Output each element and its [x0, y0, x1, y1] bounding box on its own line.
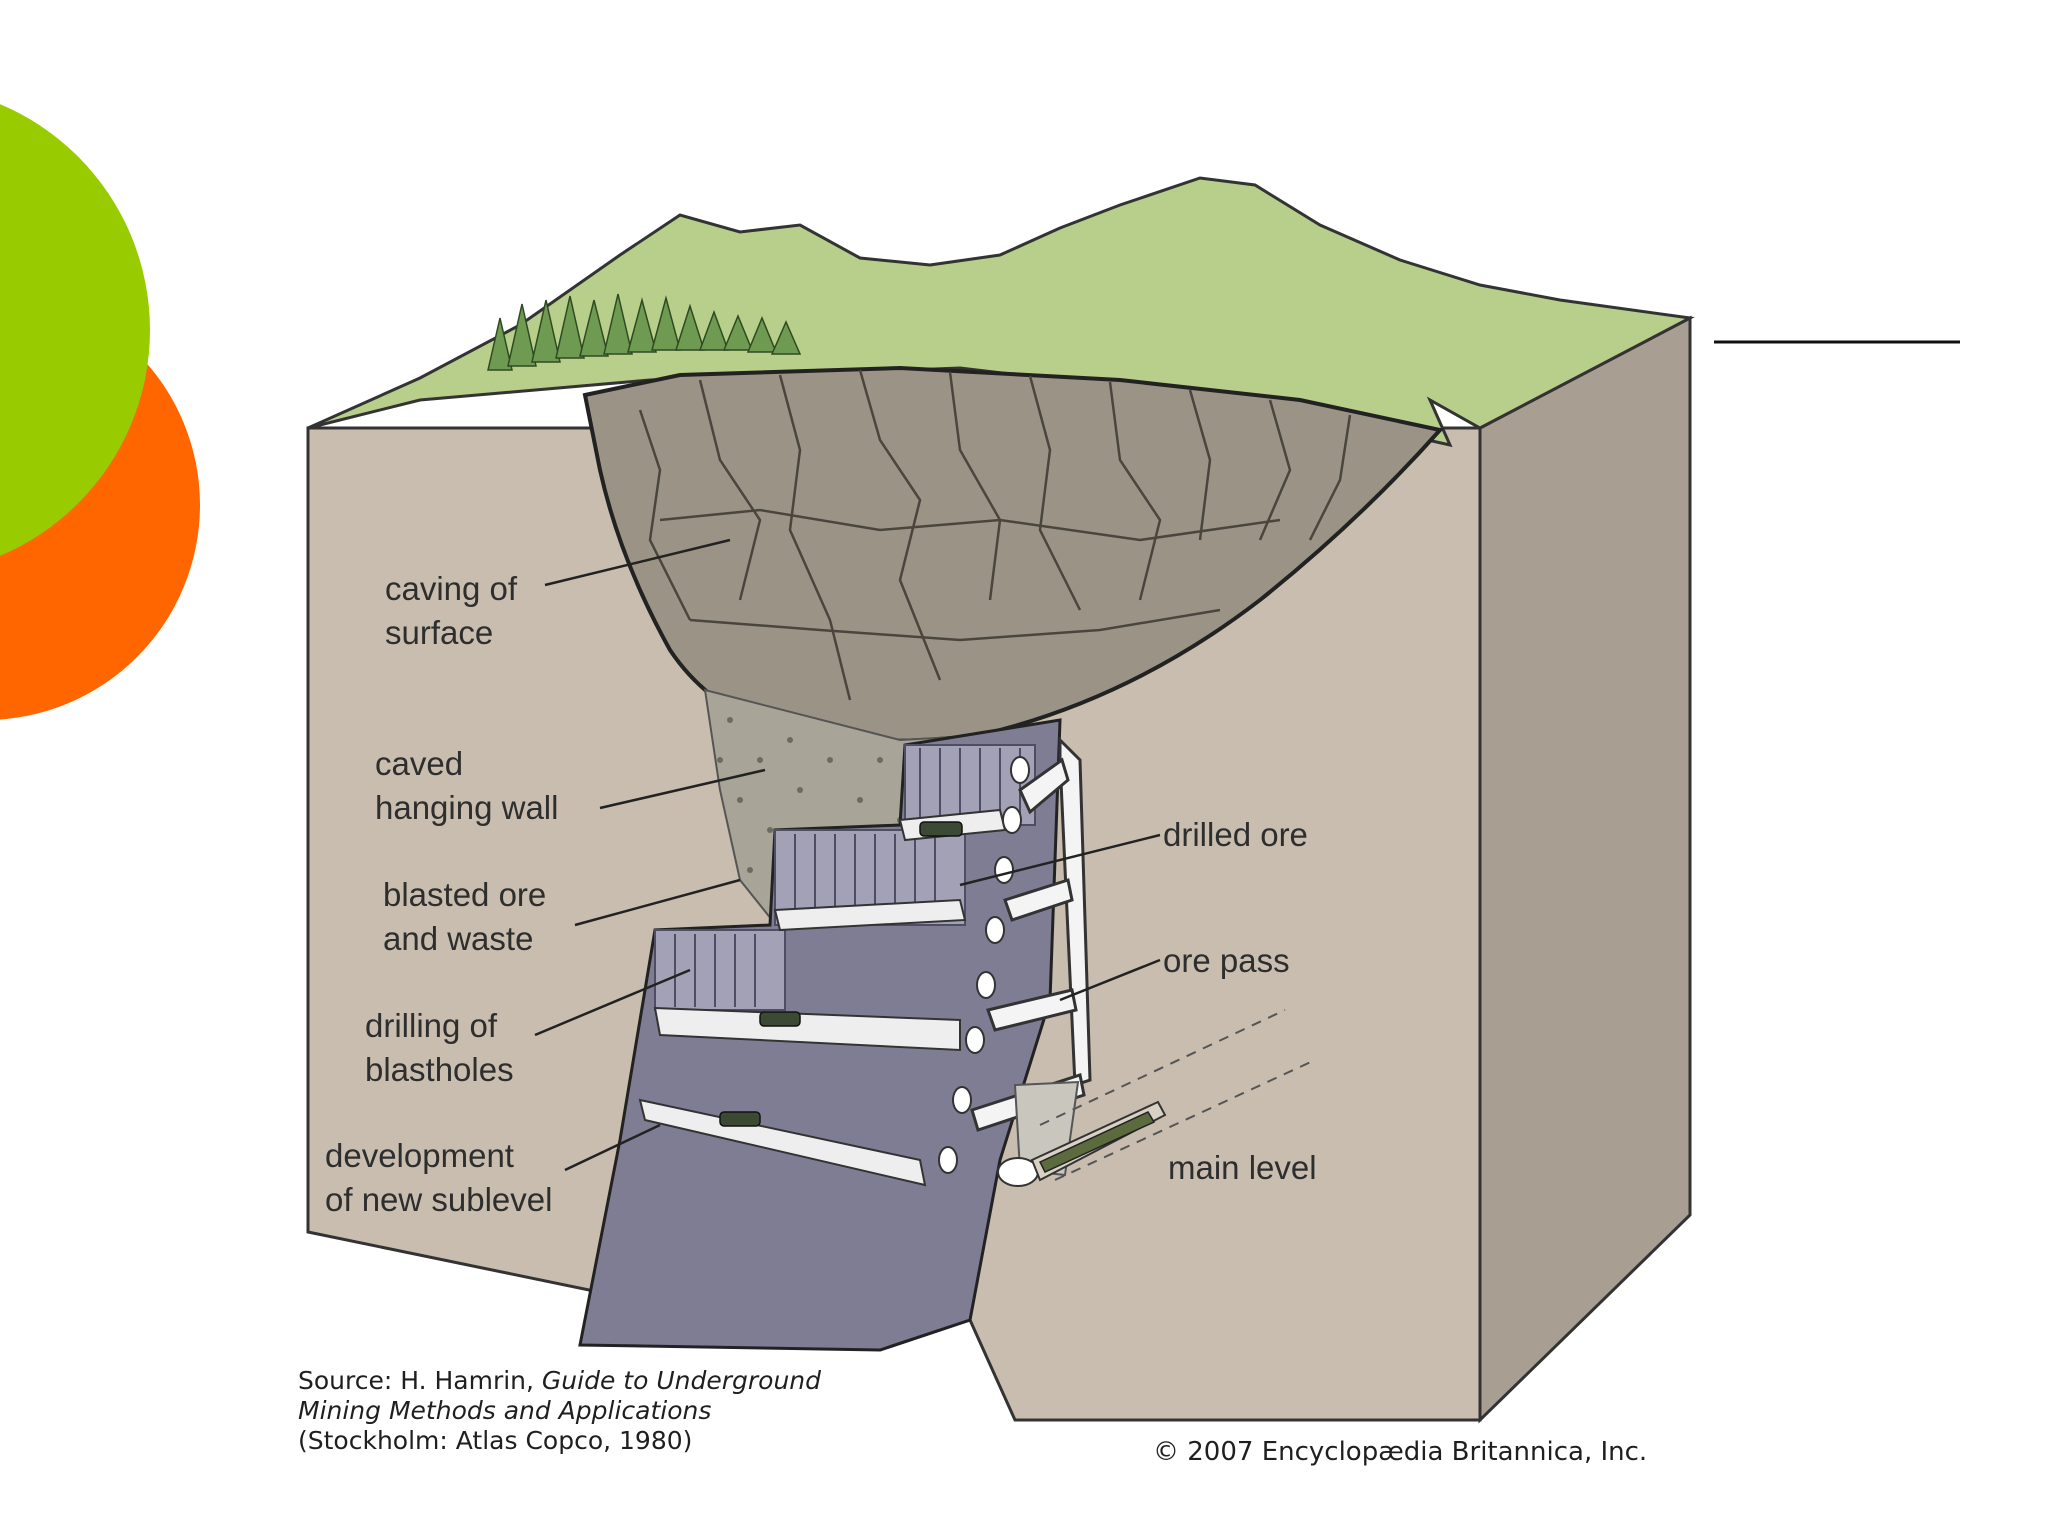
leader-lines	[534, 538, 1161, 1172]
main-level-drift	[997, 1009, 1316, 1187]
drift-openings	[938, 756, 1030, 1174]
label-drilled-ore: drilled ore	[1163, 816, 1308, 853]
green-decor-circle	[0, 104, 150, 556]
source-credit: Source: H. Hamrin, Guide to Underground …	[298, 1366, 821, 1455]
tree-line	[487, 293, 802, 371]
label-ore-pass: ore pass	[1163, 942, 1290, 979]
mining-vehicles	[719, 821, 963, 1127]
label-main-level: main level	[1168, 1149, 1317, 1186]
ground-block-side	[1478, 315, 1692, 1424]
copyright-notice: © 2007 Encyclopædia Britannica, Inc.	[1153, 1437, 1648, 1467]
rock-cracks	[638, 369, 1352, 701]
